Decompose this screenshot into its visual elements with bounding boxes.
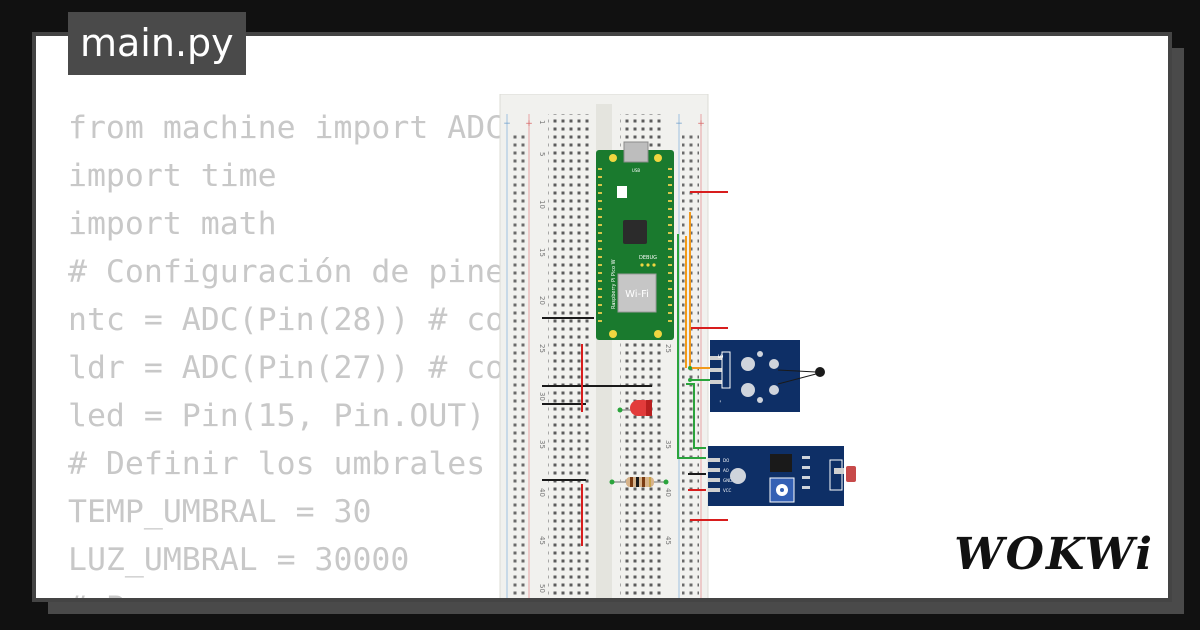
svg-text:+: + xyxy=(697,119,705,129)
row-number: 5 xyxy=(538,152,546,156)
row-number: 35 xyxy=(538,440,546,449)
ldr-pin-label: AO xyxy=(723,468,729,473)
wifi-label: Wi-Fi xyxy=(625,289,649,300)
code-line: import math xyxy=(68,206,277,242)
row-number: 40 xyxy=(664,488,672,497)
raspberry-pi-pico-w[interactable]: USB DEBUG Wi-Fi Raspberry Pi Pico W xyxy=(596,141,674,340)
row-number: 25 xyxy=(538,344,546,353)
code-line: ldr = ADC(Pin(27)) # co xyxy=(68,350,505,386)
row-number: 25 xyxy=(664,344,672,353)
row-number: 40 xyxy=(538,488,546,497)
svg-text:+: + xyxy=(525,119,533,129)
comparator-chip xyxy=(770,454,792,472)
circuit-diagram: − + − + 1 5 10 15 20 25 30 35 40 45 50 1… xyxy=(499,94,856,598)
ldr-pin-label: GND xyxy=(723,478,732,483)
board-name: Raspberry Pi Pico W xyxy=(611,259,617,309)
ldr-pin-label: DO xyxy=(723,458,729,463)
photoresistor xyxy=(846,466,856,482)
code-line: ntc = ADC(Pin(28)) # co xyxy=(68,302,505,338)
svg-text:−: − xyxy=(503,119,511,129)
ntc-pin-label: - xyxy=(716,400,724,403)
wires xyxy=(542,191,728,546)
code-line: import time xyxy=(68,158,277,194)
svg-text:−: − xyxy=(675,119,683,129)
debug-label: DEBUG xyxy=(639,255,657,261)
wifi-module xyxy=(617,273,657,313)
row-number: 45 xyxy=(538,536,546,545)
code-line: # Configuración de pine xyxy=(68,254,505,290)
row-number: 20 xyxy=(538,296,546,305)
row-number: 1 xyxy=(538,120,546,124)
usb-label: USB xyxy=(632,168,640,173)
row-number: 35 xyxy=(664,440,672,449)
ldr-photoresistor-module[interactable]: DO AO GND VCC xyxy=(708,446,856,506)
red-led[interactable] xyxy=(617,400,653,416)
wokwi-logo: WOKWi xyxy=(954,529,1154,580)
rp2040-chip xyxy=(623,220,647,244)
code-line: TEMP_UMBRAL = 30 xyxy=(68,494,372,530)
row-number: 30 xyxy=(538,392,546,401)
ntc-pin-label: S xyxy=(716,354,724,359)
code-line: # Pr xyxy=(68,584,751,598)
preview-card: from machine import ADC import time import… xyxy=(32,32,1172,602)
usb-connector xyxy=(623,141,649,163)
row-number: 10 xyxy=(538,200,546,209)
filename-tab[interactable]: main.py xyxy=(68,12,246,75)
resistor[interactable] xyxy=(609,477,669,487)
ldr-pin-label: VCC xyxy=(723,488,732,493)
code-line: from machine import ADC xyxy=(68,110,505,146)
row-number: 50 xyxy=(538,584,546,593)
thermistor xyxy=(815,367,825,377)
code-line: LUZ_UMBRAL = 30000 xyxy=(68,542,410,578)
row-number: 15 xyxy=(538,248,546,257)
row-number: 45 xyxy=(664,536,672,545)
ntc-temperature-module[interactable]: S - xyxy=(710,340,825,412)
